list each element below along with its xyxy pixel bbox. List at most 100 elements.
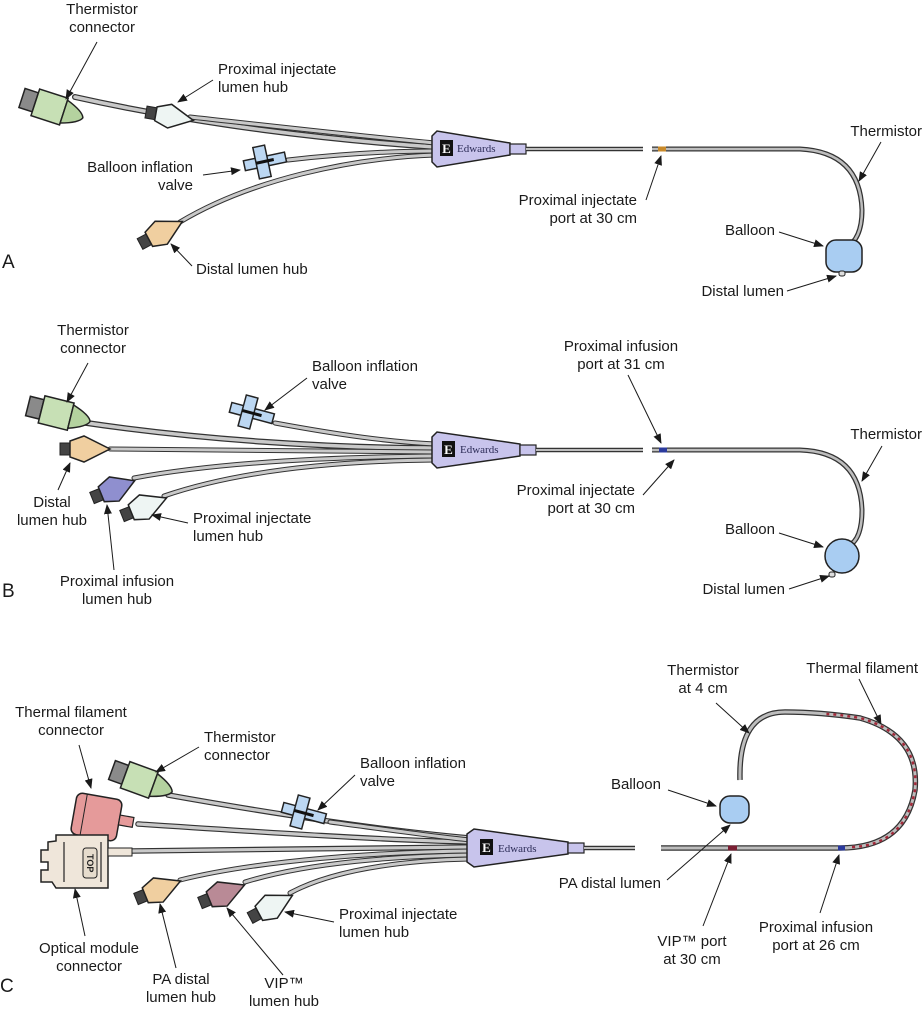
panel-b-edwards-hub: E Edwards	[431, 431, 537, 469]
label-vip-hub-l2: lumen hub	[249, 993, 319, 1010]
panel-a-balloon	[825, 239, 863, 277]
label-proximal-infusion-port-l2: port at 31 cm	[577, 356, 665, 373]
label-proximal-injectate-port-l2: port at 30 cm	[547, 500, 635, 517]
label-proximal-injectate-hub-l2: lumen hub	[218, 79, 288, 96]
label-balloon-valve-l2: valve	[312, 376, 347, 393]
panel-a-edwards-hub: E Edwards	[431, 130, 527, 168]
panel-a-proximal-injectate-hub	[144, 103, 195, 129]
panel-c-label: C	[0, 976, 14, 997]
label-thermal-filament-connector-l1: Thermal filament	[15, 704, 128, 721]
panel-a-injectate-port-marker	[658, 146, 666, 152]
panel-c-edwards-hub: E Edwards	[466, 828, 585, 868]
label-thermistor: Thermistor	[850, 426, 922, 443]
panel-c-optical-module-connector: TOP	[40, 834, 133, 889]
label-distal-lumen-hub-l2: lumen hub	[17, 512, 87, 529]
brand-logo-icon	[442, 441, 455, 457]
label-proximal-infusion-port-l2: port at 26 cm	[772, 937, 860, 954]
panel-b-distal-lumen-hub	[59, 435, 112, 463]
brand-initial: E	[442, 141, 451, 156]
panel-b-balloon	[824, 538, 860, 578]
panel-b-proximal-infusion-hub	[89, 476, 137, 505]
panel-c: TOP E Edwards	[0, 660, 919, 1010]
panel-c-proximal-injectate-hub	[246, 894, 294, 924]
label-thermistor-connector-l1: Thermistor	[66, 1, 138, 18]
label-proximal-injectate-hub-l1: Proximal injectate	[218, 61, 336, 78]
label-thermistor-connector-l2: connector	[60, 340, 126, 357]
panel-b-lumen-tubes	[77, 419, 438, 499]
panel-b-proximal-injectate-hub	[119, 494, 168, 523]
brand-name: Edwards	[498, 843, 537, 855]
brand-name: Edwards	[460, 444, 499, 456]
label-pa-distal-lumen: PA distal lumen	[559, 875, 661, 892]
label-thermistor-connector-l1: Thermistor	[57, 322, 129, 339]
label-proximal-injectate-port-l1: Proximal injectate	[519, 192, 637, 209]
panel-c-vip-hub	[197, 881, 246, 910]
label-balloon-valve-l1: Balloon inflation	[87, 159, 193, 176]
label-thermistor-connector-l2: connector	[204, 747, 270, 764]
brand-logo-icon	[480, 839, 493, 855]
panel-b-label: B	[2, 581, 15, 602]
optical-top-marking: TOP	[85, 854, 95, 872]
label-balloon: Balloon	[725, 222, 775, 239]
panel-a-lumen-tubes	[72, 94, 438, 225]
panel-c-infusion-port-marker	[838, 845, 845, 851]
label-balloon-valve-l2: valve	[360, 773, 395, 790]
panel-c-vip-port-marker	[728, 845, 737, 851]
label-proximal-injectate-hub-l1: Proximal injectate	[339, 906, 457, 923]
label-pa-distal-hub-l1: PA distal	[152, 971, 209, 988]
label-thermistor-l1: Thermistor	[667, 662, 739, 679]
label-distal-lumen-hub: Distal lumen hub	[196, 261, 308, 278]
label-proximal-infusion-hub-l2: lumen hub	[82, 591, 152, 608]
label-proximal-injectate-hub-l2: lumen hub	[339, 924, 409, 941]
panel-c-balloon-valve	[280, 794, 328, 830]
label-proximal-infusion-port-l1: Proximal infusion	[759, 919, 873, 936]
label-balloon: Balloon	[611, 776, 661, 793]
brand-initial: E	[444, 442, 453, 457]
label-pa-distal-hub-l2: lumen hub	[146, 989, 216, 1006]
label-distal-lumen-hub-l1: Distal	[33, 494, 71, 511]
panel-c-balloon	[719, 795, 750, 824]
label-distal-lumen: Distal lumen	[701, 283, 784, 300]
label-vip-port-l2: at 30 cm	[663, 951, 721, 968]
label-thermistor: Thermistor	[850, 123, 922, 140]
panel-c-thermal-filament-marks	[825, 712, 917, 849]
panel-b-infusion-port-marker	[659, 447, 667, 453]
panel-a-label: A	[2, 252, 15, 273]
panel-a-balloon-valve	[242, 144, 288, 180]
label-thermal-filament-connector-l2: connector	[38, 722, 104, 739]
label-distal-lumen: Distal lumen	[702, 581, 785, 598]
panel-c-lumen-tubes	[129, 792, 473, 896]
panel-b-thermistor-connector	[24, 394, 91, 432]
label-vip-hub-l1: VIP™	[264, 975, 303, 992]
label-thermistor-l2: at 4 cm	[678, 680, 727, 697]
label-thermistor-connector-l1: Thermistor	[204, 729, 276, 746]
panel-c-catheter-shaft	[584, 709, 919, 851]
panel-b-catheter-shaft	[536, 447, 865, 549]
label-vip-port-l1: VIP™ port	[657, 933, 727, 950]
panel-b-balloon-valve	[228, 394, 276, 430]
label-optical-module-connector-l2: connector	[56, 958, 122, 975]
label-proximal-injectate-port-l1: Proximal injectate	[517, 482, 635, 499]
brand-initial: E	[482, 840, 491, 855]
label-balloon-valve-l2: valve	[158, 177, 193, 194]
label-balloon-valve-l1: Balloon inflation	[312, 358, 418, 375]
